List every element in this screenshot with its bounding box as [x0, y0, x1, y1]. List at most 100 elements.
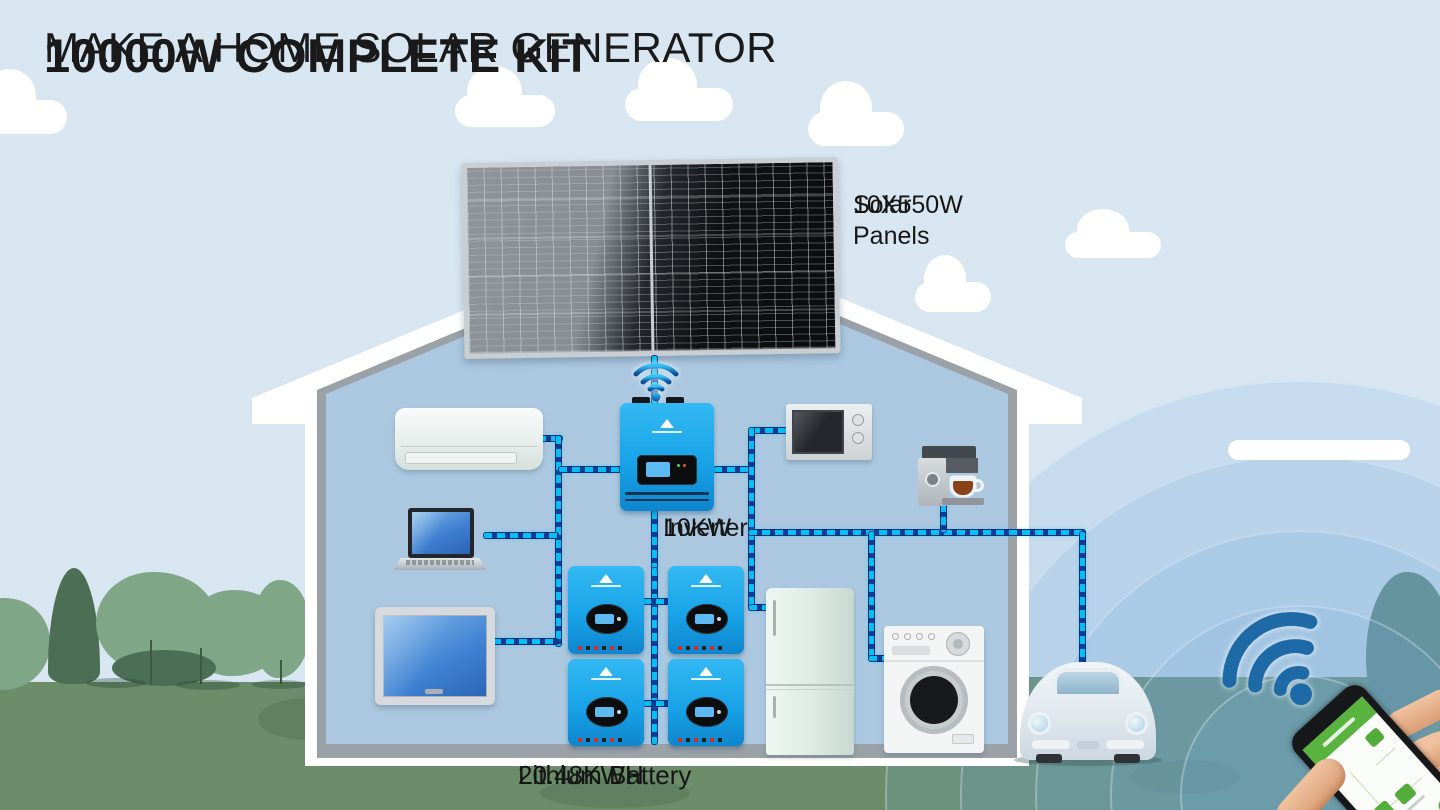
washer-button — [892, 633, 899, 640]
washer-slot — [892, 646, 930, 655]
inverter-display — [637, 455, 697, 485]
power-cable — [749, 530, 1085, 535]
cloud — [0, 69, 67, 134]
tree-trunk — [150, 640, 152, 684]
logo-text — [591, 678, 621, 680]
battery-button — [717, 617, 721, 621]
grass-patch — [540, 778, 690, 808]
inverter — [620, 403, 714, 511]
solar-panels-label-line2: Solar Panels — [853, 191, 930, 251]
washer-glass — [910, 676, 958, 724]
mountain-logo-icon — [660, 419, 674, 428]
cup-handle — [975, 479, 984, 492]
coffee-liquid — [953, 481, 973, 495]
app-node — [1364, 726, 1386, 749]
air-conditioner — [395, 408, 543, 470]
washer-filter — [952, 734, 974, 744]
status-led — [677, 464, 680, 467]
coffee-button — [925, 472, 940, 487]
microwave — [786, 404, 872, 460]
battery-terminals — [578, 738, 622, 742]
ac-flap — [405, 452, 517, 464]
battery-terminals — [578, 646, 622, 650]
tree-shadow — [176, 680, 240, 690]
battery-display — [686, 604, 728, 634]
inverter-lcd — [646, 462, 670, 477]
power-cable — [484, 533, 558, 538]
app-node — [1435, 795, 1440, 810]
microwave-door — [792, 410, 844, 454]
screen-gloss — [383, 615, 487, 697]
inverter-label-line2: Inverter — [663, 514, 748, 542]
battery-display — [686, 697, 728, 727]
tv-monitor — [375, 607, 495, 705]
mountain-logo-icon — [599, 574, 613, 583]
battery-lcd — [695, 614, 714, 624]
logo-text — [691, 585, 721, 587]
ac-vent-line — [401, 446, 537, 447]
car-bumper — [1106, 740, 1144, 749]
knob-center — [953, 639, 963, 649]
grass-bottom — [0, 764, 1440, 810]
inverter-vent — [625, 499, 709, 501]
logo-text — [591, 585, 621, 587]
cloud — [625, 58, 733, 121]
cloud — [915, 255, 991, 312]
fridge-divider — [766, 684, 854, 686]
battery-button — [617, 617, 621, 621]
power-cable — [752, 428, 788, 433]
battery-unit — [568, 566, 644, 654]
laptop-screen — [408, 508, 474, 558]
battery-terminals — [678, 646, 722, 650]
tree — [48, 568, 100, 684]
battery-unit — [668, 566, 744, 654]
mountain-logo-icon — [599, 667, 613, 676]
power-cable — [941, 504, 946, 532]
car-windshield — [1053, 668, 1123, 698]
logo-text — [652, 431, 682, 433]
washer-door — [900, 666, 968, 734]
power-cable — [493, 639, 558, 644]
refrigerator — [766, 588, 854, 755]
coffee-maker — [916, 446, 986, 508]
bush — [112, 650, 216, 686]
logo-text — [691, 678, 721, 680]
inverter-vent — [625, 492, 709, 495]
power-cable — [749, 428, 754, 610]
cloud — [808, 81, 904, 146]
power-cable — [652, 568, 657, 744]
washer-button — [928, 633, 935, 640]
battery-label-line2: Lithium Battery — [518, 760, 692, 790]
battery-display — [586, 697, 628, 727]
washer-button — [916, 633, 923, 640]
microwave-button — [852, 432, 864, 444]
battery-lcd — [695, 707, 714, 717]
mountain-logo-icon — [699, 667, 713, 676]
battery-button — [617, 710, 621, 714]
car-headlight — [1028, 712, 1051, 735]
fridge-handle — [773, 696, 776, 718]
coffee-cup — [949, 475, 977, 498]
power-cable — [869, 532, 874, 658]
electric-car — [1014, 656, 1162, 768]
battery-lcd — [595, 707, 614, 717]
status-led — [683, 464, 686, 467]
laptop-keyboard — [406, 560, 474, 565]
battery-unit — [668, 659, 744, 746]
title-line-2: 10000W COMPLETE KIT — [44, 29, 592, 82]
cloud — [1228, 440, 1410, 460]
solar-panel-array — [461, 157, 841, 359]
car-wheel — [1036, 754, 1062, 763]
washer-button — [904, 633, 911, 640]
power-cable — [652, 511, 657, 569]
app-flow-line — [1375, 747, 1396, 766]
tree-shadow — [252, 680, 308, 689]
grass-patch — [1130, 760, 1240, 794]
tree-shadow — [86, 678, 146, 688]
mountain-logo-icon — [699, 574, 713, 583]
laptop — [394, 506, 486, 570]
cloud — [1065, 208, 1161, 258]
grass-patch — [258, 698, 358, 740]
car-plate — [1077, 741, 1099, 749]
